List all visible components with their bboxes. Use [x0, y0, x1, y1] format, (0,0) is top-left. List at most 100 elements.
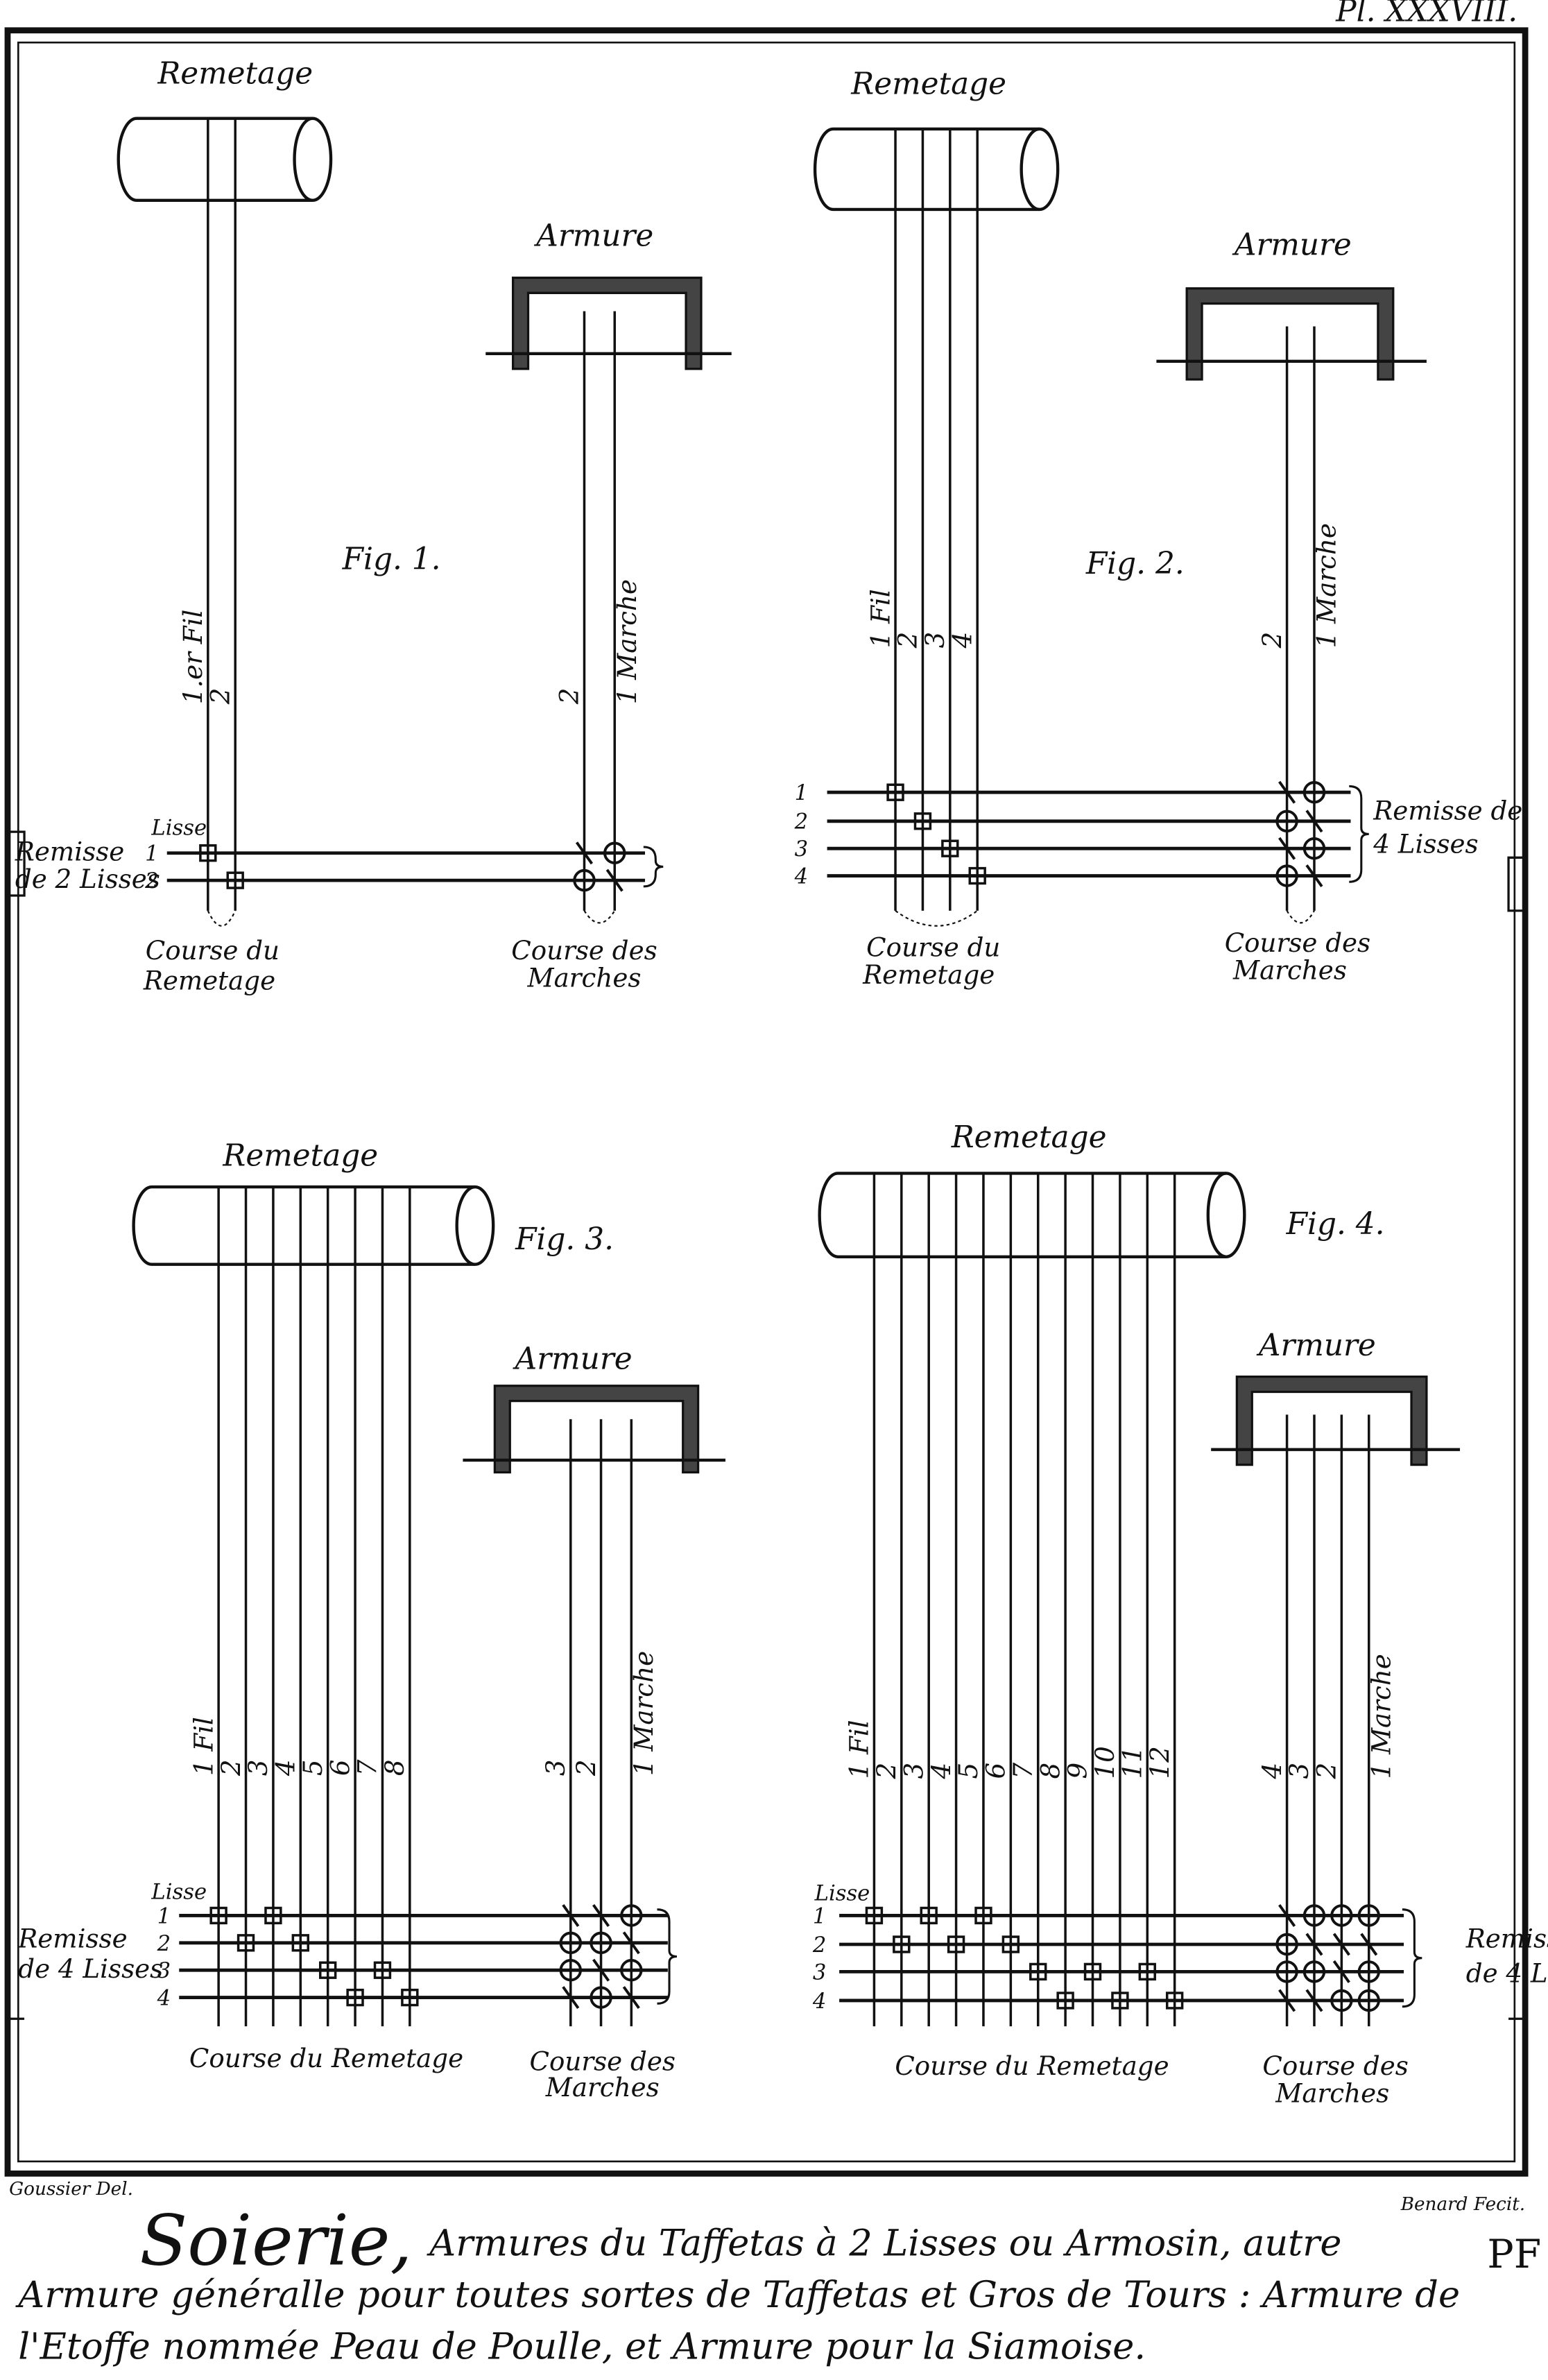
course-remetage-label: Course du: [146, 935, 280, 966]
fil-label: 8: [1035, 1763, 1065, 1779]
course-remetage-label: Remetage: [862, 959, 995, 990]
heddle-square: [1029, 1962, 1047, 1981]
fil-label: 4: [270, 1759, 301, 1777]
course-marches-label: Course des: [1225, 927, 1370, 958]
tieup-circle: [559, 1959, 582, 1982]
heddle-square: [291, 1934, 309, 1952]
tieup-cross: [1278, 1903, 1296, 1927]
fil-label: 4: [947, 632, 977, 649]
lisse-number: 3: [157, 1959, 171, 1983]
caption-title: Soierie,: [139, 2200, 412, 2281]
fil-label: 2: [893, 632, 923, 649]
marche-label: 1 Marche: [628, 1651, 659, 1776]
remisse-label: Remisse de: [1373, 796, 1522, 826]
fil-label: 12: [1144, 1746, 1175, 1779]
remetage-roller: [132, 1185, 475, 1266]
lisse-number: 2: [157, 1932, 171, 1956]
fil-label: 1 Fil: [844, 1720, 875, 1779]
remisse-brace: [1349, 785, 1369, 883]
heddle-square: [968, 866, 986, 885]
tieup-cross: [1305, 864, 1323, 888]
remetage-label: Remetage: [850, 67, 1006, 102]
course-remetage-label: Remetage: [143, 966, 275, 996]
lisse-number: 2: [794, 810, 809, 834]
tieup-circle: [1357, 1904, 1380, 1927]
marche-label: 2: [554, 688, 585, 705]
remetage-roller: [818, 1172, 1227, 1258]
tieup-circle: [590, 1986, 612, 2009]
tieup-circle: [620, 1904, 643, 1927]
remisse-brace: [643, 846, 664, 888]
tieup-circle: [620, 1959, 643, 1982]
fil-label: 5: [953, 1763, 983, 1779]
lisse-label: Lisse: [814, 1882, 870, 1906]
fil-label: 3: [920, 632, 950, 649]
course-marches-label: Course des: [511, 935, 657, 966]
remisse-label: Remisse: [1465, 1923, 1548, 1953]
marche-label: 2: [1312, 1763, 1342, 1780]
tieup-cross: [1278, 780, 1296, 804]
tieup-cross: [605, 868, 624, 892]
lisse-number: 2: [144, 869, 159, 893]
tieup-circle: [1357, 1989, 1380, 2012]
remetage-label: Remetage: [157, 55, 313, 91]
tieup-cross: [1305, 810, 1323, 833]
tieup-cross: [622, 1931, 640, 1955]
credit-engraved: Benard Fecit.: [1400, 2194, 1525, 2215]
remetage-label: Remetage: [951, 1120, 1107, 1155]
tieup-cross: [1305, 1933, 1323, 1956]
tieup-circle: [1302, 837, 1326, 860]
tieup-circle: [573, 868, 596, 892]
tieup-circle: [1357, 1960, 1380, 1983]
heddle-square: [893, 1935, 911, 1953]
fil-label: 1.er Fil: [178, 610, 208, 705]
armure-frame: [1235, 1375, 1428, 1466]
tieup-cross: [575, 841, 594, 865]
heddle-square: [346, 1988, 364, 2007]
lisse-number: 1: [795, 781, 809, 805]
tieup-cross: [1332, 1933, 1350, 1956]
roller-end: [455, 1185, 495, 1266]
heddle-square: [913, 812, 932, 830]
fil-label: 1 Fil: [188, 1717, 218, 1776]
fil-label: 7: [352, 1759, 383, 1776]
fil-label: 7: [1008, 1762, 1038, 1779]
heddle-square: [1083, 1962, 1102, 1981]
fil-label: 3: [898, 1763, 929, 1779]
marche-label: 2: [1257, 632, 1287, 649]
tieup-cross: [592, 1958, 610, 1982]
marche-label: 4: [1257, 1763, 1287, 1780]
heddle-square: [226, 871, 244, 889]
fil-label: 2: [216, 1759, 246, 1777]
lisse-number: 4: [794, 864, 809, 889]
course-remetage-label: Course du Remetage: [895, 2051, 1169, 2081]
course-remetage-curve: [207, 910, 237, 927]
course-marches-label: Course des: [530, 2046, 676, 2077]
heddle-square: [1056, 1992, 1074, 2010]
tieup-cross: [1278, 837, 1296, 860]
caption-line-1: Armures du Taffetas à 2 Lisses ou Armosi…: [427, 2223, 1341, 2265]
remisse-label: 4 Lisses: [1373, 829, 1478, 859]
tieup-cross: [1305, 1989, 1323, 2012]
course-marches-label: Marches: [1275, 2078, 1389, 2109]
armure-label: Armure: [1232, 228, 1352, 263]
remisse-brace: [657, 1908, 678, 2005]
fil-label: 5: [298, 1759, 328, 1776]
remisse-label: Remisse: [15, 837, 124, 867]
armure-label: Armure: [513, 1342, 633, 1377]
armure-frame: [493, 1385, 700, 1474]
caption-margin-mark: PF: [1487, 2232, 1541, 2277]
heddle-square: [920, 1906, 938, 1925]
lisse-number: 4: [157, 1987, 171, 2011]
remisse-brace: [1402, 1908, 1422, 2008]
heddle-square: [318, 1961, 337, 1979]
marche-label: 3: [1284, 1763, 1314, 1779]
lisse-number: 4: [812, 1989, 827, 2014]
heddle-square: [401, 1988, 419, 2007]
fil-label: 2: [871, 1763, 902, 1780]
course-remetage-label: Course du: [866, 932, 1000, 963]
armure-frame: [511, 276, 703, 370]
tieup-cross: [562, 1986, 580, 2010]
